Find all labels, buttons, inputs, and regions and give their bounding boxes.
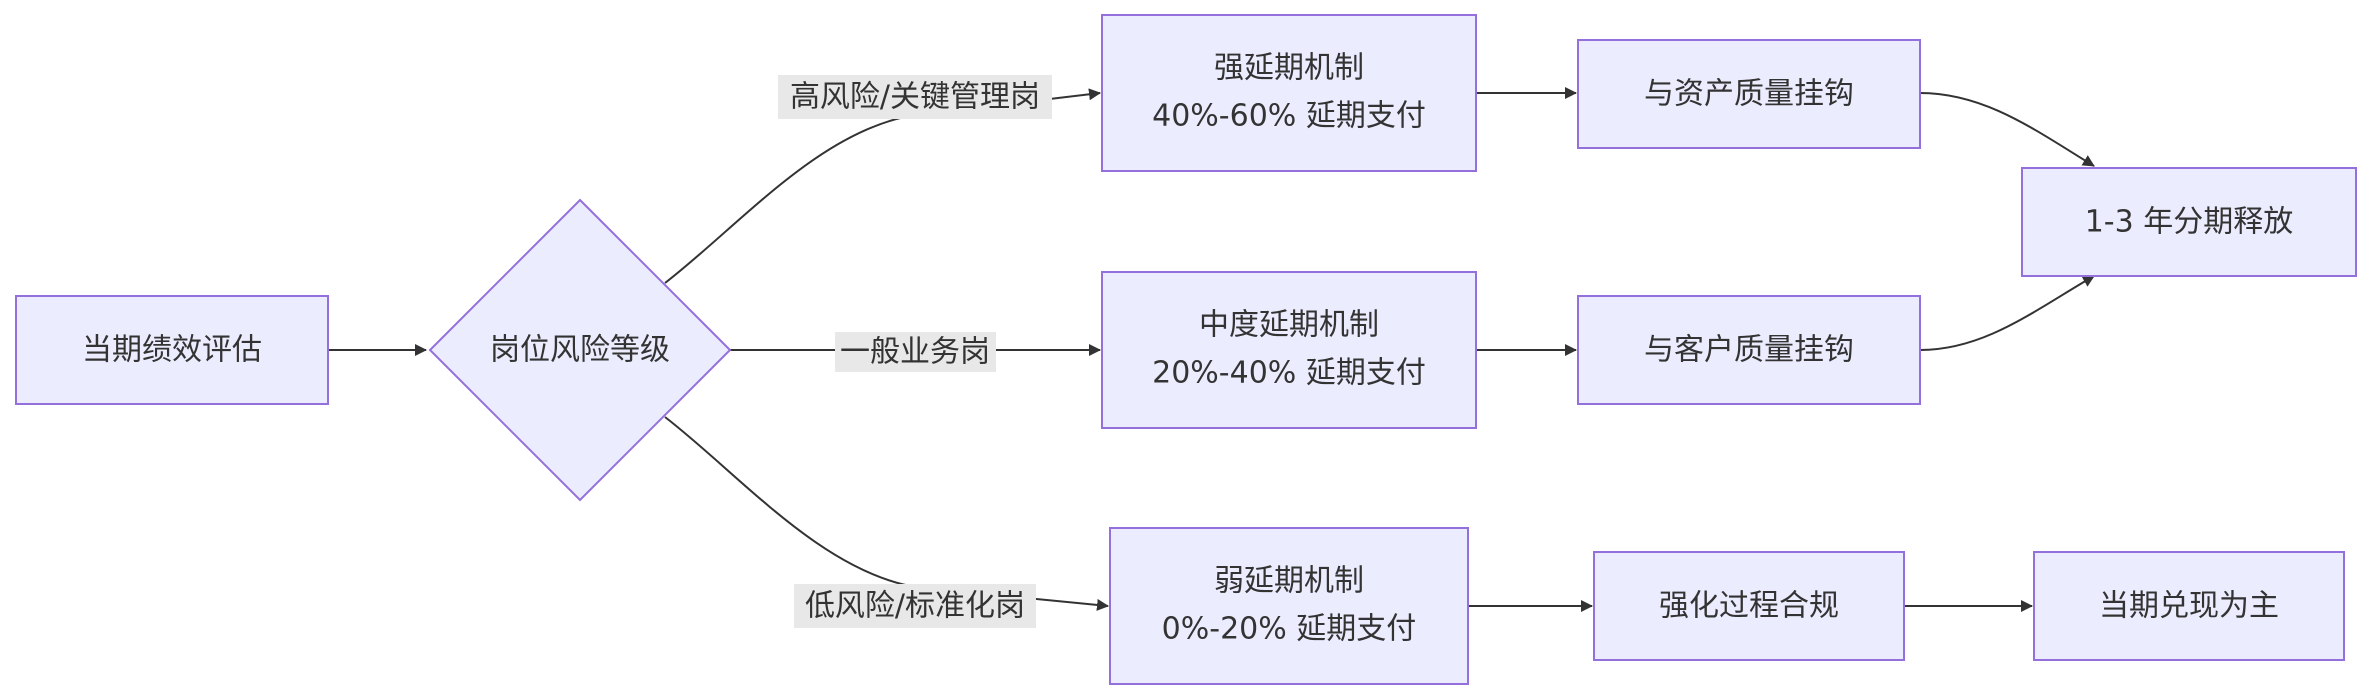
edge-label-general: 一般业务岗 <box>835 332 996 372</box>
node-medium-deferral: 中度延期机制 20%-40% 延期支付 <box>1101 271 1477 429</box>
node-risk-level-label: 岗位风险等级 <box>490 333 670 368</box>
node-client-quality-label: 与客户质量挂钩 <box>1644 333 1854 368</box>
node-client-quality: 与客户质量挂钩 <box>1577 295 1921 405</box>
node-release-label: 1-3 年分期释放 <box>2085 205 2294 240</box>
edge-label-low: 低风险/标准化岗 <box>794 584 1036 628</box>
node-medium-line2: 20%-40% 延期支付 <box>1152 356 1426 391</box>
node-strong-deferral: 强延期机制 40%-60% 延期支付 <box>1101 14 1477 172</box>
node-strong-line2: 40%-60% 延期支付 <box>1152 99 1426 134</box>
node-release: 1-3 年分期释放 <box>2021 167 2357 277</box>
edge-risk-to-weak <box>664 416 1109 611</box>
node-current-eval: 当期绩效评估 <box>15 295 329 405</box>
edge-label-general-text: 一般业务岗 <box>840 335 990 370</box>
edge-client-to-release <box>1919 275 2095 351</box>
node-process-compliance-label: 强化过程合规 <box>1659 589 1839 624</box>
edge-label-high-text: 高风险/关键管理岗 <box>790 80 1040 115</box>
edge-label-low-text: 低风险/标准化岗 <box>805 589 1025 624</box>
node-current-eval-label: 当期绩效评估 <box>82 333 262 368</box>
node-strong-line1: 强延期机制 <box>1214 51 1364 86</box>
edge-asset-to-release <box>1919 92 2095 167</box>
node-risk-level: 岗位风险等级 <box>428 198 732 502</box>
node-weak-deferral: 弱延期机制 0%-20% 延期支付 <box>1109 527 1469 685</box>
node-process-compliance: 强化过程合规 <box>1593 551 1905 661</box>
node-medium-line1: 中度延期机制 <box>1199 308 1379 343</box>
node-asset-quality-label: 与资产质量挂钩 <box>1644 77 1854 112</box>
edge-label-high: 高风险/关键管理岗 <box>778 75 1052 119</box>
node-weak-line1: 弱延期机制 <box>1214 564 1364 599</box>
node-asset-quality: 与资产质量挂钩 <box>1577 39 1921 149</box>
node-cash-now: 当期兑现为主 <box>2033 551 2345 661</box>
node-weak-line2: 0%-20% 延期支付 <box>1162 612 1417 647</box>
edge-risk-to-strong <box>664 88 1101 284</box>
node-cash-now-label: 当期兑现为主 <box>2099 589 2279 624</box>
